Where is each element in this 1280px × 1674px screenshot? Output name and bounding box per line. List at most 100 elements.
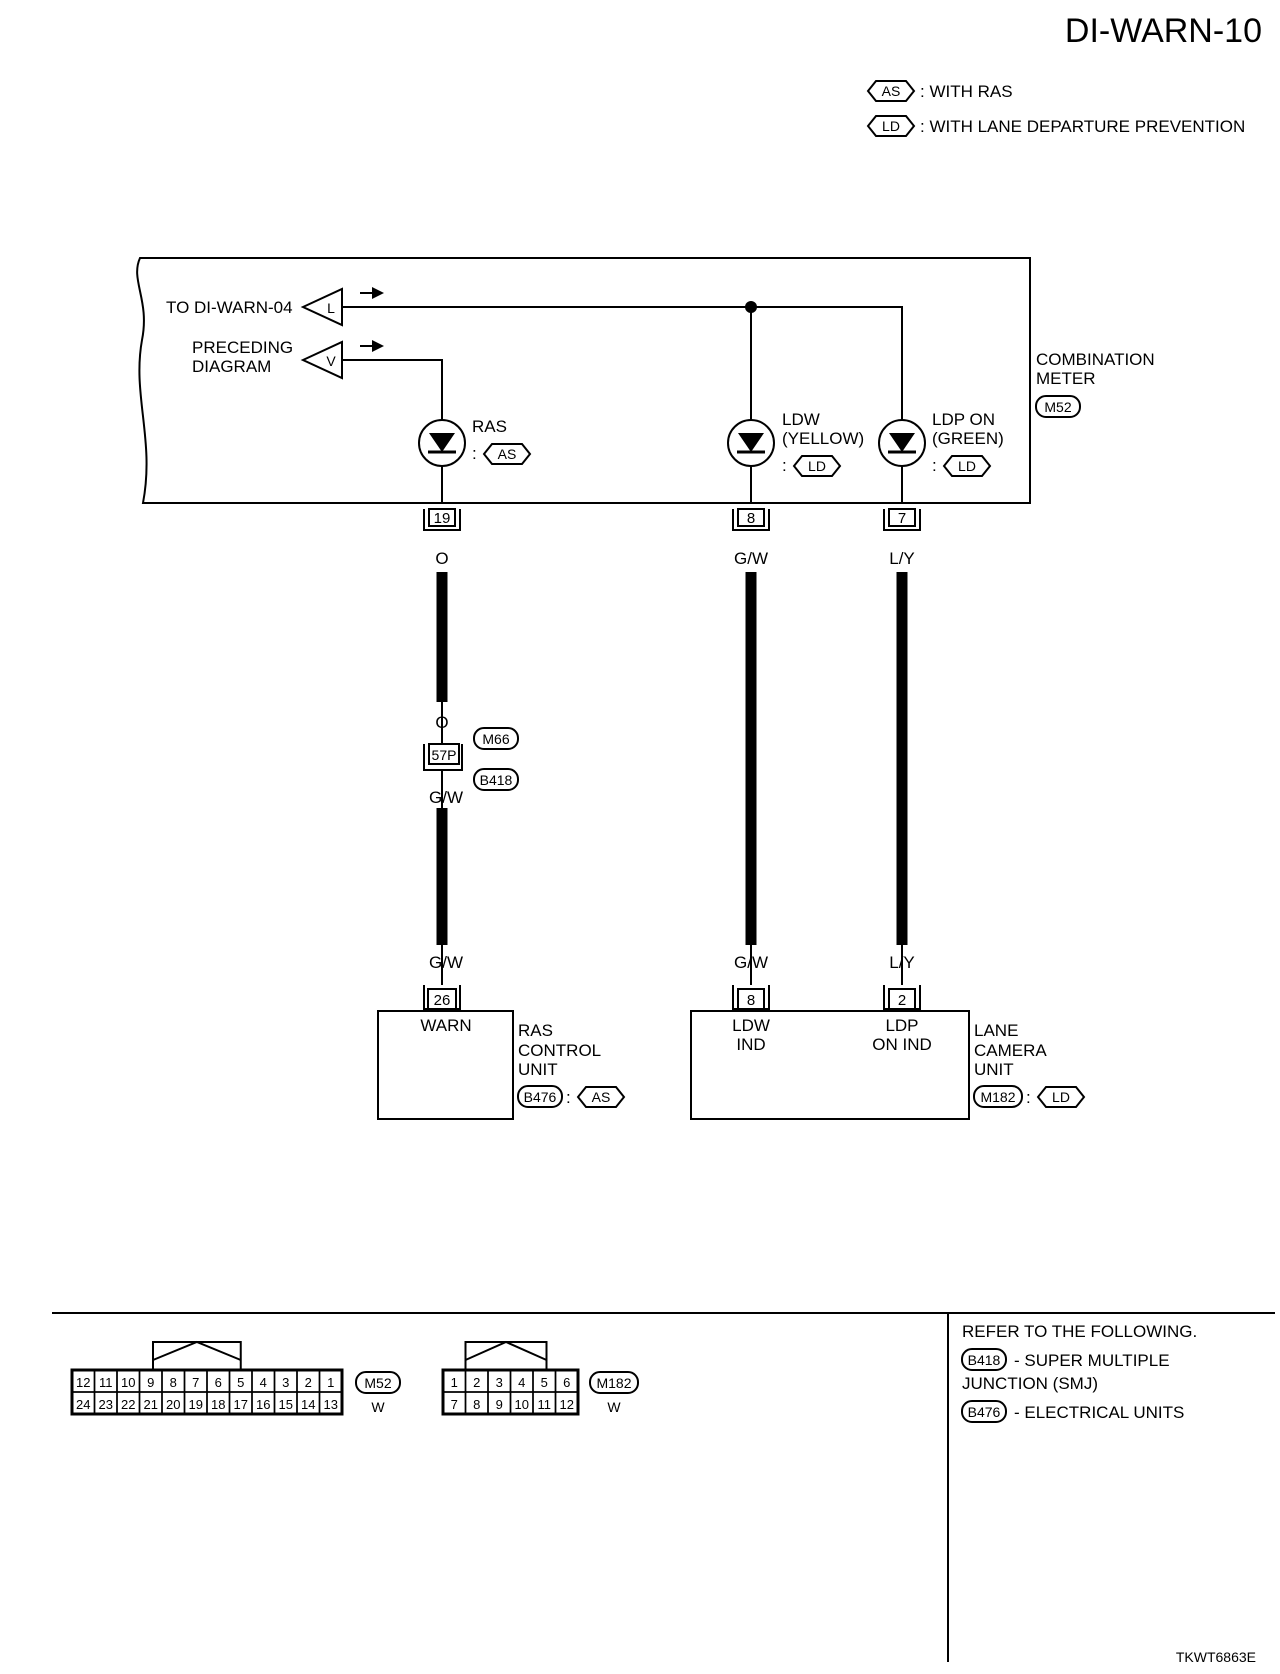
meter-pin-19: 19 [423, 508, 461, 531]
legend-ld-text: : WITH LANE DEPARTURE PREVENTION [920, 117, 1245, 136]
combination-meter-label-2: METER [1036, 369, 1096, 388]
ldw-lamp-tag: LD [792, 455, 842, 477]
connector-pin-number: 21 [144, 1397, 158, 1412]
ldp-lamp-label-1: LDP ON [932, 410, 995, 429]
svg-text:LD: LD [808, 458, 826, 474]
ras-unit-label-2: CONTROL [518, 1041, 601, 1060]
colon: : [472, 444, 477, 463]
figure-code: TKWT6863E [1176, 1649, 1256, 1665]
joint-connector-57p: 57P [423, 743, 463, 771]
svg-text:LD: LD [958, 458, 976, 474]
ras-unit-tag: AS [576, 1086, 626, 1108]
svg-text:LD: LD [1052, 1089, 1070, 1105]
wire-color-ldp-top: L/Y [889, 549, 915, 568]
wire-color-ldw-bottom: G/W [734, 953, 768, 972]
colon: : [1026, 1088, 1031, 1107]
wire-color-ras-joint-bottom: G/W [429, 788, 463, 807]
connector-pin-number: 16 [256, 1397, 270, 1412]
combination-meter-label-1: COMBINATION [1036, 350, 1155, 369]
splice-dot [745, 301, 757, 313]
connector-pin-number: 6 [215, 1375, 222, 1390]
ldw-lamp-label-2: (YELLOW) [782, 429, 864, 448]
ras-control-unit-box [377, 1010, 514, 1120]
colon: : [566, 1088, 571, 1107]
reference-b476-text-1: - ELECTRICAL UNITS [1014, 1403, 1184, 1422]
connector-pin-number: 4 [260, 1375, 267, 1390]
reference-tag-b418: B418 [961, 1348, 1007, 1371]
preceding-label-2: DIAGRAM [192, 357, 271, 376]
connector-pin-number: 3 [496, 1375, 503, 1390]
connector-pin-number: 13 [324, 1397, 338, 1412]
wire-color-ras-bottom: G/W [429, 953, 463, 972]
svg-text:B418: B418 [968, 1352, 1001, 1368]
legend-ld: LD : WITH LANE DEPARTURE PREVENTION [866, 115, 1245, 137]
svg-text:7: 7 [898, 510, 906, 527]
connector-tag-m182: M182 [973, 1085, 1023, 1108]
connector-color-label: W [371, 1399, 385, 1415]
ras-indicator-icon [418, 419, 466, 467]
connector-pin-number: 9 [496, 1397, 503, 1412]
connector-id-label: M52 [364, 1375, 391, 1391]
connector-pin-number: 4 [518, 1375, 525, 1390]
connector-pin-number: 2 [473, 1375, 480, 1390]
connector-pin-number: 20 [166, 1397, 180, 1412]
lane-camera-label-1: LANE [974, 1021, 1018, 1040]
ras-unit-pin-26: 26 [423, 985, 461, 1010]
ldp-indicator-icon [878, 419, 926, 467]
to-di-warn-04-label: TO DI-WARN-04 [166, 298, 293, 317]
off-page-tag-v: V [300, 340, 343, 380]
connector-tag-m52: M52 [1035, 395, 1081, 418]
connector-pin-number: 8 [473, 1397, 480, 1412]
connector-pin-number: 11 [99, 1375, 113, 1390]
connector-cavity [318, 1391, 343, 1415]
connector-pin-number: 2 [305, 1375, 312, 1390]
legend-as-text: : WITH RAS [920, 82, 1013, 101]
connector-tag-m66: M66 [473, 727, 519, 750]
lane-camera-pin-2: 2 [883, 985, 921, 1010]
ras-unit-label-1: RAS [518, 1021, 553, 1040]
preceding-label-1: PRECEDING [192, 338, 293, 357]
colon: : [932, 456, 937, 475]
svg-text:B476: B476 [968, 1404, 1001, 1420]
connector-color-label: W [607, 1399, 621, 1415]
legend-as: AS : WITH RAS [866, 80, 1013, 102]
lane-camera-pin-ldw-name-1: LDW [732, 1016, 770, 1035]
ldp-lamp-label-2: (GREEN) [932, 429, 1004, 448]
reference-b418-text-2: JUNCTION (SMJ) [962, 1374, 1098, 1393]
lane-camera-pin-ldp-name-2: ON IND [872, 1035, 932, 1054]
lane-camera-unit-box [690, 1010, 970, 1120]
connector-pin-number: 5 [237, 1375, 244, 1390]
connector-pin-number: 24 [76, 1397, 90, 1412]
meter-pin-8: 8 [732, 508, 770, 531]
connector-tag-b476: B476 [517, 1085, 563, 1108]
wire-color-ras-joint-top: O [435, 713, 448, 732]
connector-pin-number: 1 [327, 1375, 334, 1390]
combination-meter-box [136, 257, 1031, 504]
svg-text:26: 26 [434, 992, 451, 1009]
lane-camera-pin-ldw-name-2: IND [736, 1035, 765, 1054]
legend-ld-tag: LD [882, 118, 900, 134]
connector-pin-number: 1 [451, 1375, 458, 1390]
lane-camera-pin-8: 8 [732, 985, 770, 1010]
connector-cavity [554, 1391, 579, 1415]
svg-text:M52: M52 [1044, 399, 1071, 415]
connector-pin-number: 19 [189, 1397, 203, 1412]
ras-unit-label-3: UNIT [518, 1060, 558, 1079]
connector-id-tag [589, 1371, 639, 1394]
connector-pin-number: 6 [563, 1375, 570, 1390]
connector-pin-number: 11 [538, 1397, 552, 1412]
svg-text:8: 8 [747, 992, 755, 1009]
wire-color-ldw-top: G/W [734, 549, 768, 568]
svg-text:AS: AS [592, 1089, 611, 1105]
ras-lamp-label: RAS [472, 417, 507, 436]
svg-text:B418: B418 [480, 772, 513, 788]
connector-pin-number: 12 [560, 1397, 574, 1412]
colon: : [782, 456, 787, 475]
reference-tag-b476: B476 [961, 1400, 1007, 1423]
meter-pin-7: 7 [883, 508, 921, 531]
references-title: REFER TO THE FOLLOWING. [962, 1322, 1197, 1341]
connector-pin-number: 17 [234, 1397, 248, 1412]
